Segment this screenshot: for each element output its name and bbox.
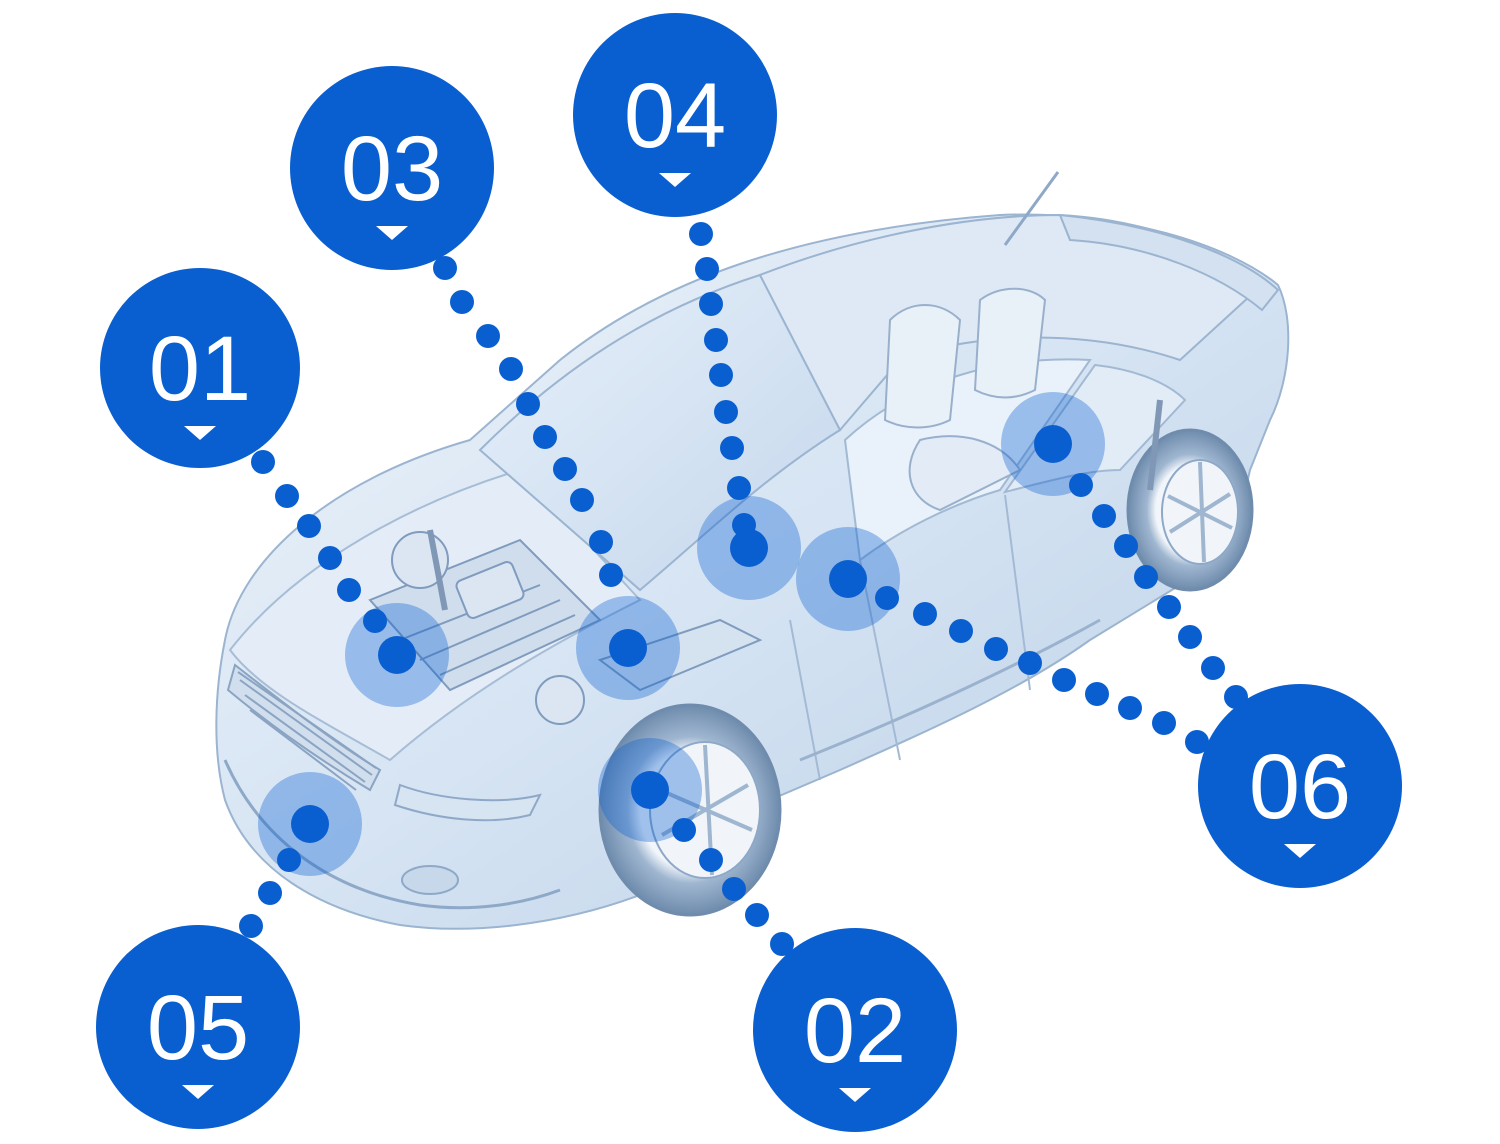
car-sill [799, 618, 1101, 762]
leader-dot-06 [1118, 696, 1142, 720]
leader-dot-03 [553, 457, 577, 481]
car-grille [226, 663, 382, 792]
car-front-bumper [223, 759, 561, 910]
callout-circle [753, 928, 957, 1132]
callout-badge-05[interactable]: 05 [96, 925, 300, 1129]
callout-badge-03[interactable]: 03 [290, 66, 494, 270]
leader-dot-01 [363, 609, 387, 633]
callout-circle [96, 925, 300, 1129]
callout-number: 03 [341, 118, 443, 220]
leader-dot-06 [1018, 651, 1042, 675]
fog-light [401, 865, 459, 895]
leader-dot-04 [714, 400, 738, 424]
leader-dot-06 [1114, 534, 1138, 558]
leader-dot-03 [599, 563, 623, 587]
leader-dot-06 [1085, 682, 1109, 706]
leader-dot-03 [499, 357, 523, 381]
leader-dot-06 [1178, 625, 1202, 649]
caret-down-icon [376, 226, 408, 240]
car-illustration [215, 171, 1290, 930]
leader-dot-06 [913, 602, 937, 626]
leader-dot-01 [275, 484, 299, 508]
leader-dot-04 [727, 476, 751, 500]
callout-number: 04 [624, 65, 726, 167]
leader-dot-06 [949, 619, 973, 643]
callout-circle [290, 66, 494, 270]
leader-dot-03 [450, 290, 474, 314]
leader-dot-05 [239, 914, 263, 938]
callout-number: 05 [147, 977, 249, 1079]
leader-dot-04 [720, 436, 744, 460]
hotspot-dot-06[interactable] [829, 560, 867, 598]
leader-dot-06 [1201, 656, 1225, 680]
leader-dot-05 [277, 848, 301, 872]
leader-dot-01 [318, 546, 342, 570]
front-wheel [598, 703, 782, 917]
leader-dot-03 [433, 256, 457, 280]
car-seats [883, 287, 1047, 512]
rear-wheel [1126, 428, 1254, 592]
callout-circle [1198, 684, 1402, 888]
front-strut [427, 399, 1163, 611]
leader-dot-05 [258, 881, 282, 905]
leader-dot-06 [984, 637, 1008, 661]
leader-dot-06 [1134, 565, 1158, 589]
hotspot-dot-02[interactable] [631, 771, 669, 809]
leader-dot-02 [672, 818, 696, 842]
leader-dot-04 [695, 257, 719, 281]
leader-dot-01 [297, 514, 321, 538]
callout-badge-02[interactable]: 02 [753, 928, 957, 1132]
caret-down-icon [184, 426, 216, 440]
hotspot-dot-01[interactable] [378, 636, 416, 674]
leader-dot-03 [476, 324, 500, 348]
callout-number: 02 [804, 980, 906, 1082]
leader-dot-06 [1157, 595, 1181, 619]
callout-badge-06[interactable]: 06 [1198, 684, 1402, 888]
leader-dot-04 [709, 363, 733, 387]
hotspot-dot-06[interactable] [1034, 425, 1072, 463]
leader-dot-06 [1069, 473, 1093, 497]
antenna [1003, 171, 1060, 246]
leader-dot-03 [533, 425, 557, 449]
callout-circle [573, 13, 777, 217]
leader-dot-02 [770, 932, 794, 956]
headlight [393, 783, 542, 822]
leader-dot-02 [722, 877, 746, 901]
leader-dot-06 [1185, 730, 1209, 754]
leader-dot-02 [699, 848, 723, 872]
hotspot-dot-03[interactable] [609, 629, 647, 667]
hotspot-dot-04[interactable] [730, 529, 768, 567]
car-rear-glass [1058, 213, 1280, 312]
leader-dot-06 [1052, 668, 1076, 692]
caret-down-icon [839, 1088, 871, 1102]
hotspot-dot-05[interactable] [291, 805, 329, 843]
leader-dot-06 [875, 586, 899, 610]
leader-dot-06 [1152, 711, 1176, 735]
leader-dot-06 [1092, 504, 1116, 528]
caret-down-icon [659, 173, 691, 187]
callout-number: 01 [149, 318, 251, 420]
leader-dot-03 [589, 530, 613, 554]
leader-dot-04 [699, 292, 723, 316]
leader-dot-03 [516, 392, 540, 416]
callout-circle [100, 268, 300, 468]
leader-dot-02 [745, 903, 769, 927]
leader-dot-01 [251, 450, 275, 474]
leader-dot-04 [689, 222, 713, 246]
leader-dot-04 [732, 513, 756, 537]
callout-number: 06 [1249, 736, 1351, 838]
leader-dot-01 [337, 578, 361, 602]
caret-down-icon [1284, 844, 1316, 858]
callout-badge-01[interactable]: 01 [100, 268, 300, 468]
leader-dot-04 [704, 328, 728, 352]
caret-down-icon [182, 1085, 214, 1099]
leader-dot-03 [570, 488, 594, 512]
callout-badge-04[interactable]: 04 [573, 13, 777, 217]
